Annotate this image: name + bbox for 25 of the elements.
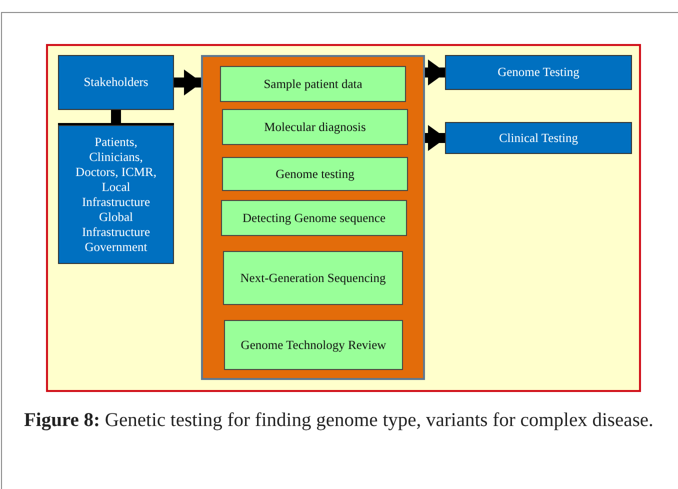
process-box: [58, 125, 174, 264]
node-label: Detecting Genome sequence: [242, 210, 386, 226]
node-label: Clinical Testing: [498, 130, 578, 146]
step-box: [221, 200, 407, 236]
node-label: Genome Testing: [498, 65, 580, 80]
step-box: [224, 320, 403, 370]
block-arrow: [425, 60, 446, 86]
node-label: Sample patient data: [264, 76, 362, 92]
block-arrow: [174, 70, 202, 96]
step-box: [223, 251, 403, 305]
node-label: Genome testing: [276, 166, 354, 182]
node-label: Next-Generation Sequencing: [240, 270, 386, 286]
process-box: [445, 55, 632, 90]
node-label: Genome Technology Review: [240, 338, 386, 352]
process-box: [58, 55, 174, 110]
step-box: [222, 157, 408, 191]
node-label: Stakeholders: [84, 75, 148, 90]
process-box: [445, 122, 632, 154]
step-box: [222, 109, 408, 145]
container-box: [201, 55, 425, 380]
block-arrow: [425, 125, 446, 151]
step-box: [220, 66, 406, 102]
node-label: Patients, Clinicians, Doctors, ICMR, Local Infrastructure Global Infrastructure Government: [75, 134, 157, 254]
node-label: Molecular diagnosis: [264, 120, 366, 134]
figure-caption: Figure 8: Genetic testing for finding genome type, variants for complex disease.: [24, 409, 654, 433]
